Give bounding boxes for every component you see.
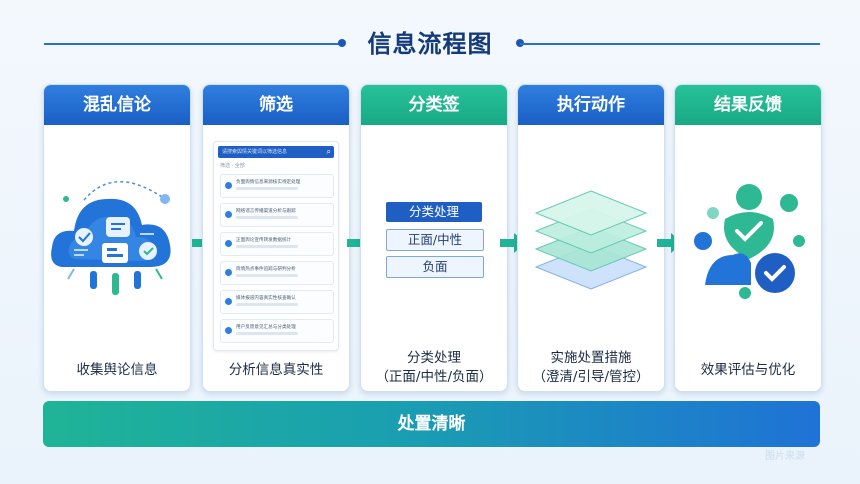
list-item: 用户反馈意见汇总与分类处理 — [220, 319, 334, 343]
list-item: 正面舆论宣传转发数据统计 — [220, 232, 334, 256]
stage-caption-sub: （正面/中性/负面） — [375, 369, 493, 385]
doc-search-text: 请搜索舆情关键词以筛选信息 — [222, 149, 288, 155]
stage-head: 混乱信论 — [44, 85, 190, 125]
stage-caption: 实施处置措施 — [550, 350, 632, 366]
stage-card-execute: 执行动作 实施处置措施 （澄清/引导/管控） — [517, 84, 665, 392]
list-item: 舆情热点事件追踪与研判分析 — [220, 261, 334, 285]
list-item: 媒体报道内容真实性核查确认 — [220, 290, 334, 314]
tag-classify: 分类处理 — [386, 202, 482, 222]
tag-negative: 负面 — [386, 256, 484, 278]
stage-head: 执行动作 — [518, 85, 664, 125]
doc-search-bar: 请搜索舆情关键词以筛选信息 ⌕ — [218, 146, 334, 158]
stage-card-feedback: 结果反馈 效果评估与优化 — [674, 84, 822, 392]
layers-stack-icon — [534, 190, 648, 290]
stage-caption: 收集舆论信息 — [76, 362, 158, 378]
stage-caption: 效果评估与优化 — [700, 362, 796, 378]
title-line-right — [520, 43, 820, 45]
cloud-chat-icon — [51, 181, 171, 295]
stage-head: 结果反馈 — [675, 85, 821, 125]
stage-head: 分类签 — [361, 85, 507, 125]
stage-card-screen: 筛选 请搜索舆情关键词以筛选信息 ⌕ 筛选 · 全部 负面舆情信息来源核实待定处… — [202, 84, 350, 392]
list-item: 网络谣言传播渠道分析与跟踪 — [220, 203, 334, 227]
stage-card-classify: 分类签 分类处理 正面/中性 负面 分类处理 （正面/中性/负面） — [360, 84, 508, 392]
bottom-bar: 处置清晰 — [43, 401, 820, 447]
search-icon: ⌕ — [326, 147, 331, 156]
title-line-left — [44, 43, 342, 45]
tag-positive-neutral: 正面/中性 — [386, 229, 484, 251]
title-dot-left — [338, 39, 346, 47]
people-check-icon — [694, 184, 805, 299]
page-title: 信息流程图 — [367, 30, 493, 58]
stage-caption: 分析信息真实性 — [228, 362, 324, 378]
document-list-icon: 请搜索舆情关键词以筛选信息 ⌕ 筛选 · 全部 负面舆情信息来源核实待定处理 网… — [213, 141, 339, 351]
stage-caption-sub: （澄清/引导/管控） — [532, 369, 650, 385]
list-item: 负面舆情信息来源核实待定处理 — [220, 174, 334, 198]
stage-head: 筛选 — [203, 85, 349, 125]
stage-card-collect: 混乱信论 收集舆论信息 — [43, 84, 191, 392]
doc-filter-label: 筛选 · 全部 — [220, 163, 245, 169]
watermark: 图片来源 — [765, 451, 805, 462]
title-row: 信息流程图 — [0, 22, 860, 66]
stage-caption: 分类处理 — [407, 350, 461, 366]
